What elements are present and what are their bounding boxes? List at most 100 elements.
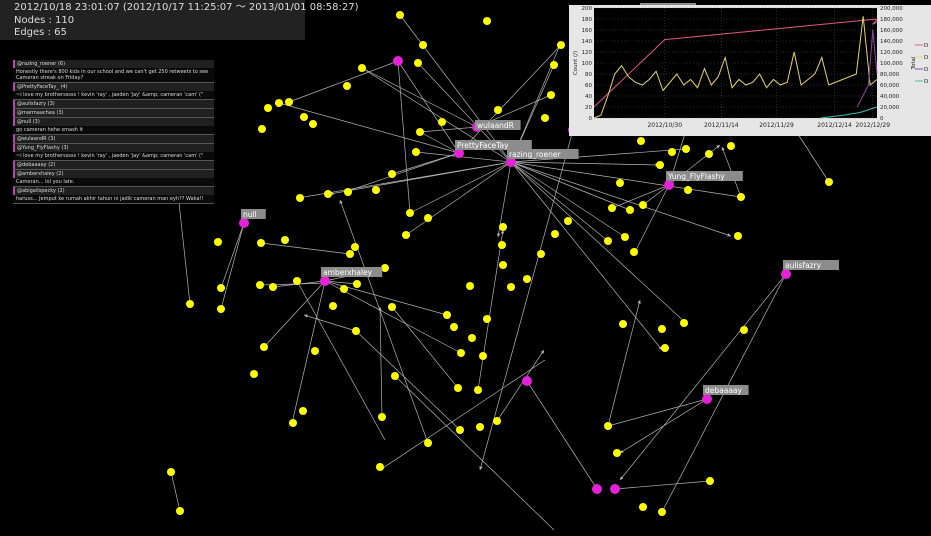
graph-node[interactable] (661, 344, 669, 352)
graph-node[interactable] (264, 104, 272, 112)
graph-hub-node[interactable] (781, 269, 791, 279)
graph-node[interactable] (706, 477, 714, 485)
graph-node[interactable] (637, 137, 645, 145)
graph-node[interactable] (346, 250, 354, 258)
graph-node[interactable] (372, 186, 380, 194)
graph-node[interactable] (454, 384, 462, 392)
graph-node[interactable] (483, 17, 491, 25)
graph-node[interactable] (466, 282, 474, 290)
graph-node[interactable] (507, 283, 515, 291)
graph-node[interactable] (626, 206, 634, 214)
graph-node[interactable] (424, 439, 432, 447)
graph-node[interactable] (258, 125, 266, 133)
graph-node[interactable] (604, 422, 612, 430)
graph-node[interactable] (275, 99, 283, 107)
graph-node[interactable] (613, 449, 621, 457)
graph-node[interactable] (340, 285, 348, 293)
graph-node[interactable] (493, 417, 501, 425)
graph-node[interactable] (494, 106, 502, 114)
graph-node[interactable] (296, 194, 304, 202)
graph-node[interactable] (658, 508, 666, 516)
graph-node[interactable] (468, 334, 476, 342)
graph-node[interactable] (474, 386, 482, 394)
graph-node[interactable] (476, 423, 484, 431)
graph-node[interactable] (402, 231, 410, 239)
graph-node[interactable] (351, 243, 359, 251)
graph-node[interactable] (630, 248, 638, 256)
graph-node[interactable] (391, 372, 399, 380)
graph-node[interactable] (388, 303, 396, 311)
graph-node[interactable] (498, 241, 506, 249)
graph-node[interactable] (257, 239, 265, 247)
graph-node[interactable] (324, 190, 332, 198)
graph-node[interactable] (214, 238, 222, 246)
graph-node[interactable] (311, 347, 319, 355)
graph-node[interactable] (608, 204, 616, 212)
graph-node[interactable] (167, 468, 175, 476)
graph-node[interactable] (621, 233, 629, 241)
tweet-item[interactable]: @null (3)go cameran hehe smash it (13, 118, 214, 135)
graph-node[interactable] (378, 413, 386, 421)
graph-node[interactable] (217, 284, 225, 292)
graph-node[interactable] (616, 179, 624, 187)
graph-node[interactable] (406, 209, 414, 217)
graph-node[interactable] (564, 217, 572, 225)
graph-node[interactable] (352, 327, 360, 335)
graph-node[interactable] (256, 281, 264, 289)
graph-node[interactable] (269, 283, 277, 291)
graph-node[interactable] (479, 352, 487, 360)
graph-node[interactable] (499, 261, 507, 269)
graph-node[interactable] (353, 280, 361, 288)
tweet-item[interactable]: @marmaachea (3) (13, 109, 214, 118)
graph-node[interactable] (358, 64, 366, 72)
graph-node[interactable] (523, 275, 531, 283)
graph-hub-node[interactable] (702, 394, 712, 404)
tweet-item[interactable]: @amberxhaley (2)Cameran... lol you late. (13, 170, 214, 187)
graph-node[interactable] (537, 250, 545, 258)
graph-node[interactable] (416, 128, 424, 136)
graph-node[interactable] (419, 41, 427, 49)
graph-node[interactable] (705, 150, 713, 158)
graph-node[interactable] (450, 323, 458, 331)
graph-hub-node[interactable] (610, 484, 620, 494)
graph-node[interactable] (300, 113, 308, 121)
graph-hub-node[interactable] (664, 180, 674, 190)
tweet-item[interactable]: @Yung_FlyFlashy (3)~i love my brothersss… (13, 144, 214, 161)
graph-node[interactable] (551, 230, 559, 238)
graph-node[interactable] (541, 114, 549, 122)
tweet-item[interactable]: @razing_roener (6)Honestly there's 800 k… (13, 60, 214, 83)
graph-hub-node[interactable] (320, 276, 330, 286)
graph-node[interactable] (299, 407, 307, 415)
graph-node[interactable] (684, 186, 692, 194)
tweet-item[interactable]: @aulisfazry (3) (13, 100, 214, 109)
graph-node[interactable] (734, 232, 742, 240)
graph-hub-node[interactable] (239, 218, 249, 228)
graph-node[interactable] (329, 302, 337, 310)
graph-node[interactable] (309, 120, 317, 128)
graph-node[interactable] (376, 463, 384, 471)
graph-hub-node[interactable] (592, 484, 602, 494)
graph-node[interactable] (414, 59, 422, 67)
tweet-item[interactable]: @PrettyFaceTay_ (4)~i love my brothersss… (13, 83, 214, 100)
graph-node[interactable] (186, 300, 194, 308)
graph-node[interactable] (740, 326, 748, 334)
graph-node[interactable] (285, 98, 293, 106)
graph-node[interactable] (727, 142, 735, 150)
graph-node[interactable] (656, 161, 664, 169)
graph-node[interactable] (604, 237, 612, 245)
graph-hub-node[interactable] (506, 157, 516, 167)
graph-node[interactable] (176, 507, 184, 515)
graph-node[interactable] (825, 178, 833, 186)
graph-node[interactable] (344, 188, 352, 196)
graph-node[interactable] (682, 145, 690, 153)
graph-node[interactable] (550, 61, 558, 69)
graph-node[interactable] (289, 419, 297, 427)
graph-hub-node[interactable] (393, 56, 403, 66)
graph-node[interactable] (260, 343, 268, 351)
graph-node[interactable] (639, 503, 647, 511)
graph-node[interactable] (388, 170, 396, 178)
graph-node[interactable] (668, 148, 676, 156)
graph-node[interactable] (499, 223, 507, 231)
graph-node[interactable] (396, 11, 404, 19)
tweet-item[interactable]: @wulaandR (3) (13, 135, 214, 144)
